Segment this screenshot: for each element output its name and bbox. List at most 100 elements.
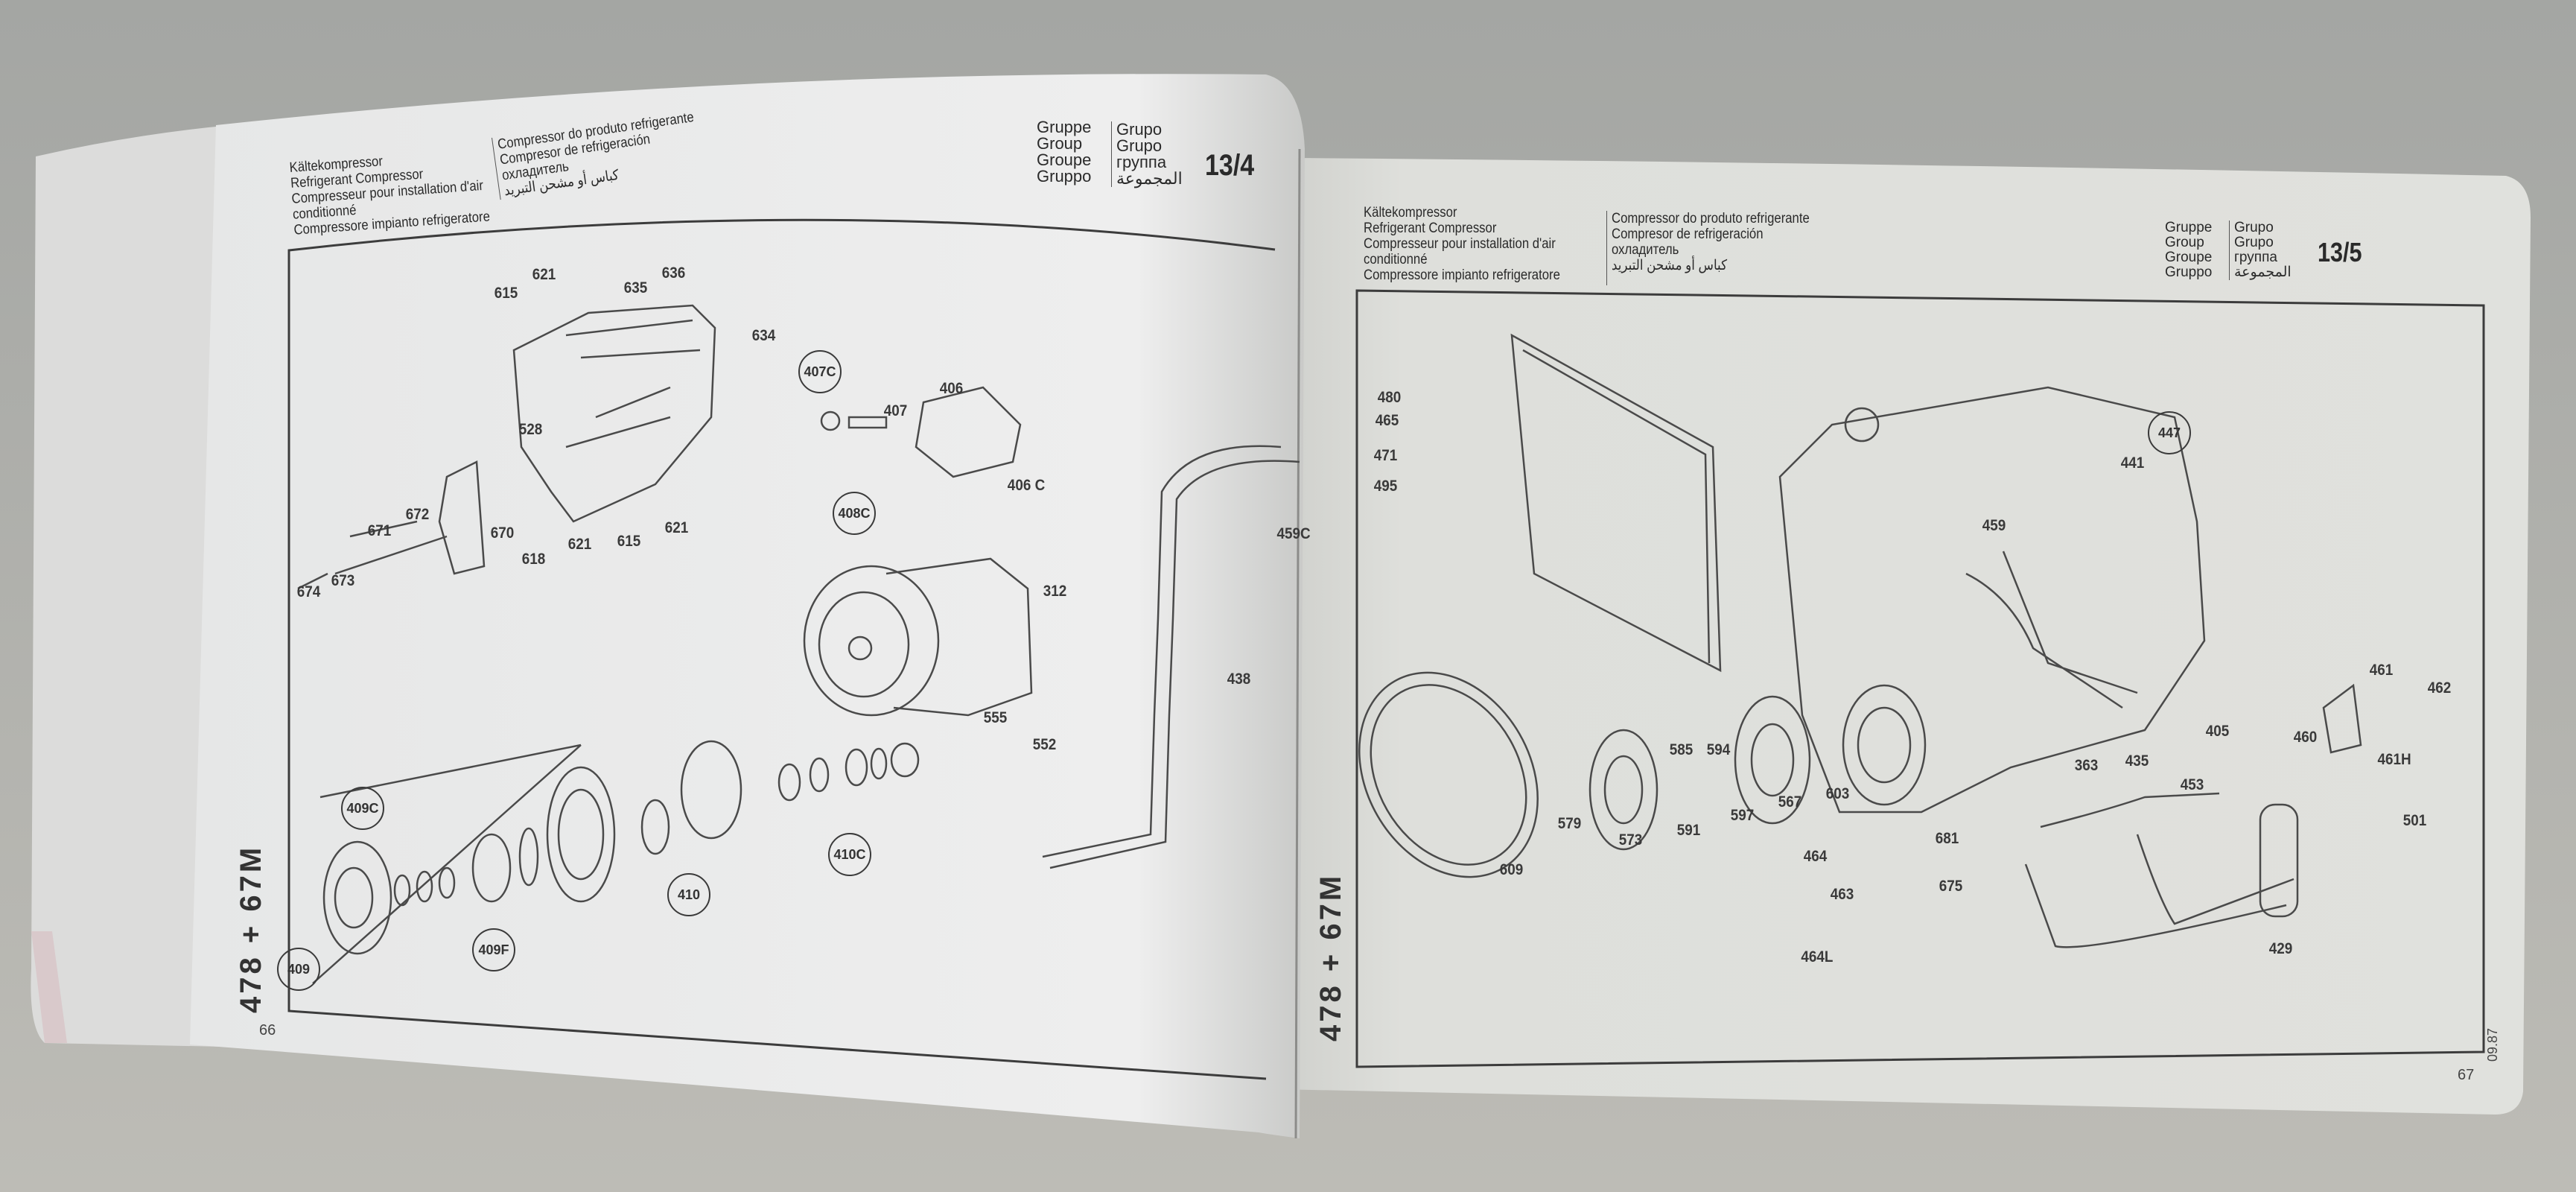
part-callout: 670 — [490, 524, 515, 542]
left-diagram — [297, 304, 1300, 984]
part-callout: 406 — [939, 380, 964, 397]
part-callout: 460 — [2293, 729, 2318, 746]
part-callout: 609 — [1499, 861, 1524, 878]
left-group-labels-alt: Grupo Grupo группа المجموعة — [1111, 121, 1183, 187]
part-callout: 406 C — [1007, 477, 1046, 494]
part-callout: 615 — [617, 533, 641, 550]
right-page-number: 67 — [2458, 1067, 2475, 1083]
group-label: Grupo — [2234, 220, 2274, 235]
left-model-code: 478 + 67M — [235, 844, 267, 1013]
page-stack — [31, 125, 231, 1047]
group-label: Gruppo — [2165, 264, 2213, 280]
part-callout: 461H — [2377, 751, 2411, 768]
part-callout: 567 — [1778, 793, 1802, 811]
left-group-labels: Gruppe Group Groupe Gruppo — [1037, 119, 1091, 185]
part-callout: 363 — [2074, 757, 2099, 774]
group-label: группа — [1116, 153, 1167, 171]
circled-part-callout: 447 — [2148, 411, 2191, 454]
circled-part-callout: 410 — [667, 873, 710, 916]
circled-part-callout: 407C — [798, 350, 842, 393]
part-callout: 464 — [1803, 848, 1828, 865]
part-callout: 528 — [518, 421, 543, 438]
part-callout: 634 — [751, 327, 776, 344]
right-title-block: Kältekompressor Refrigerant Compressor C… — [1364, 205, 1587, 283]
part-callout: 453 — [2180, 776, 2204, 793]
part-callout: 459 — [1982, 517, 2006, 534]
part-callout: 573 — [1618, 831, 1643, 849]
title-de: Kältekompressor — [1364, 205, 1457, 221]
group-label: Grupo — [1116, 120, 1163, 139]
group-label: Group — [2165, 235, 2204, 250]
group-label: группа — [2234, 250, 2277, 265]
part-callout: 675 — [1939, 878, 1963, 895]
circled-part-callout: 409 — [277, 948, 320, 991]
right-group-labels: Gruppe Group Groupe Gruppo — [2165, 221, 2212, 280]
part-callout: 407 — [883, 402, 908, 419]
part-callout: 464L — [1801, 948, 1834, 966]
title-ar: كباس أو مشحن التبريد — [1612, 258, 1728, 273]
title-it: Compressore impianto refrigeratore — [1364, 267, 1560, 283]
part-callout: 621 — [567, 536, 592, 553]
part-callout: 674 — [296, 583, 321, 600]
part-callout: 579 — [1557, 815, 1582, 832]
part-callout: 438 — [1227, 670, 1251, 688]
circled-part-callout: 409C — [341, 787, 384, 830]
left-group-number: 13/4 — [1205, 149, 1255, 182]
part-callout: 585 — [1669, 741, 1694, 758]
title-en: Refrigerant Compressor — [1364, 221, 1497, 236]
group-label: Groupe — [1037, 150, 1092, 169]
group-label: المجموعة — [1116, 169, 1183, 188]
circled-part-callout: 410C — [828, 833, 871, 876]
right-page — [1277, 158, 2531, 1115]
part-callout: 594 — [1706, 741, 1731, 758]
right-group-labels-alt: Grupo Grupo группа المجموعة — [2229, 221, 2292, 280]
circled-part-callout: 409F — [472, 928, 515, 971]
part-callout: 618 — [521, 551, 546, 568]
part-callout: 552 — [1032, 736, 1057, 753]
part-callout: 463 — [1830, 886, 1854, 903]
part-callout: 635 — [623, 279, 648, 297]
part-callout: 681 — [1935, 830, 1959, 847]
part-callout: 615 — [494, 285, 518, 302]
part-callout: 465 — [1375, 412, 1399, 429]
title-pt: Compressor do produto refrigerante — [1612, 211, 1810, 226]
part-callout: 673 — [331, 572, 355, 589]
part-callout: 495 — [1373, 478, 1398, 495]
group-label: Grupo — [2234, 235, 2274, 250]
part-callout: 636 — [661, 264, 686, 282]
part-callout: 471 — [1373, 447, 1398, 464]
part-callout: 312 — [1043, 583, 1067, 600]
left-title-block: Kältekompressor Refrigerant Compressor C… — [289, 145, 518, 238]
part-callout: 603 — [1825, 785, 1850, 802]
part-callout: 621 — [664, 519, 689, 536]
left-page — [190, 74, 1305, 1139]
part-callout: 441 — [2120, 454, 2145, 472]
right-frame — [1355, 289, 2485, 1068]
part-callout: 480 — [1377, 389, 1402, 406]
left-frame — [287, 218, 1276, 1080]
part-callout: 435 — [2125, 752, 2149, 770]
group-label: Grupo — [1116, 136, 1163, 155]
left-page-number: 66 — [259, 1022, 276, 1039]
group-label: Gruppe — [1037, 118, 1092, 136]
part-callout: 459C — [1276, 525, 1311, 542]
part-callout: 671 — [367, 522, 392, 539]
right-title-block-alt: Compressor do produto refrigerante Compr… — [1606, 211, 1836, 285]
group-label: Group — [1037, 134, 1083, 153]
right-model-code: 478 + 67M — [1314, 872, 1347, 1042]
part-callout: 591 — [1676, 822, 1701, 839]
group-label: Gruppe — [2165, 220, 2213, 235]
group-label: Groupe — [2165, 250, 2213, 265]
part-callout: 501 — [2402, 812, 2427, 829]
part-callout: 555 — [983, 709, 1008, 726]
group-label: المجموعة — [2234, 264, 2292, 280]
part-callout: 597 — [1730, 807, 1755, 824]
part-callout: 621 — [532, 266, 556, 283]
title-fr: Compresseur pour installation d'air — [1364, 236, 1556, 252]
circled-part-callout: 408C — [833, 492, 876, 535]
part-callout: 462 — [2427, 679, 2452, 697]
part-callout: 672 — [405, 506, 430, 523]
right-group-number: 13/5 — [2318, 237, 2362, 267]
title-fr-cont: conditionné — [1364, 252, 1428, 267]
